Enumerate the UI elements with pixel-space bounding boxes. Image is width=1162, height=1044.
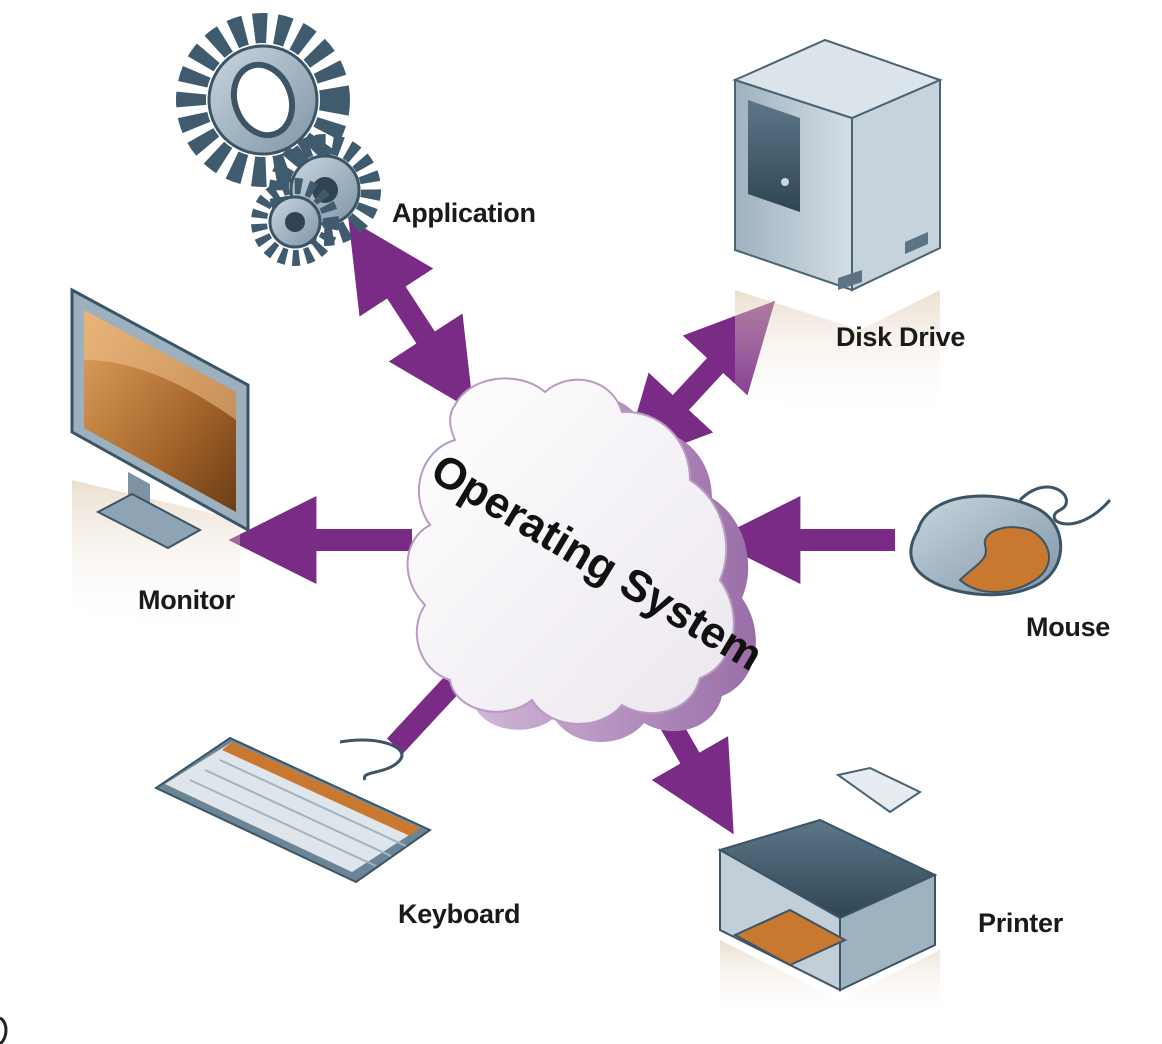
label-mouse: Mouse bbox=[1026, 612, 1111, 642]
monitor-icon bbox=[70, 287, 250, 640]
computer-tower-icon bbox=[732, 38, 943, 420]
cloud-shape: Operating System bbox=[406, 377, 771, 742]
printer-icon bbox=[717, 766, 940, 1020]
label-disk-drive: Disk Drive bbox=[836, 322, 966, 352]
label-keyboard: Keyboard bbox=[398, 899, 521, 929]
arrow-disk-drive bbox=[621, 300, 775, 468]
keyboard-icon bbox=[153, 736, 432, 884]
gears-icon bbox=[176, 13, 381, 266]
label-monitor: Monitor bbox=[138, 585, 235, 615]
label-application: Application bbox=[392, 198, 536, 228]
mouse-icon bbox=[909, 485, 1112, 597]
label-printer: Printer bbox=[978, 908, 1063, 938]
arrow-application bbox=[348, 218, 474, 412]
edge-mark bbox=[0, 1016, 8, 1044]
